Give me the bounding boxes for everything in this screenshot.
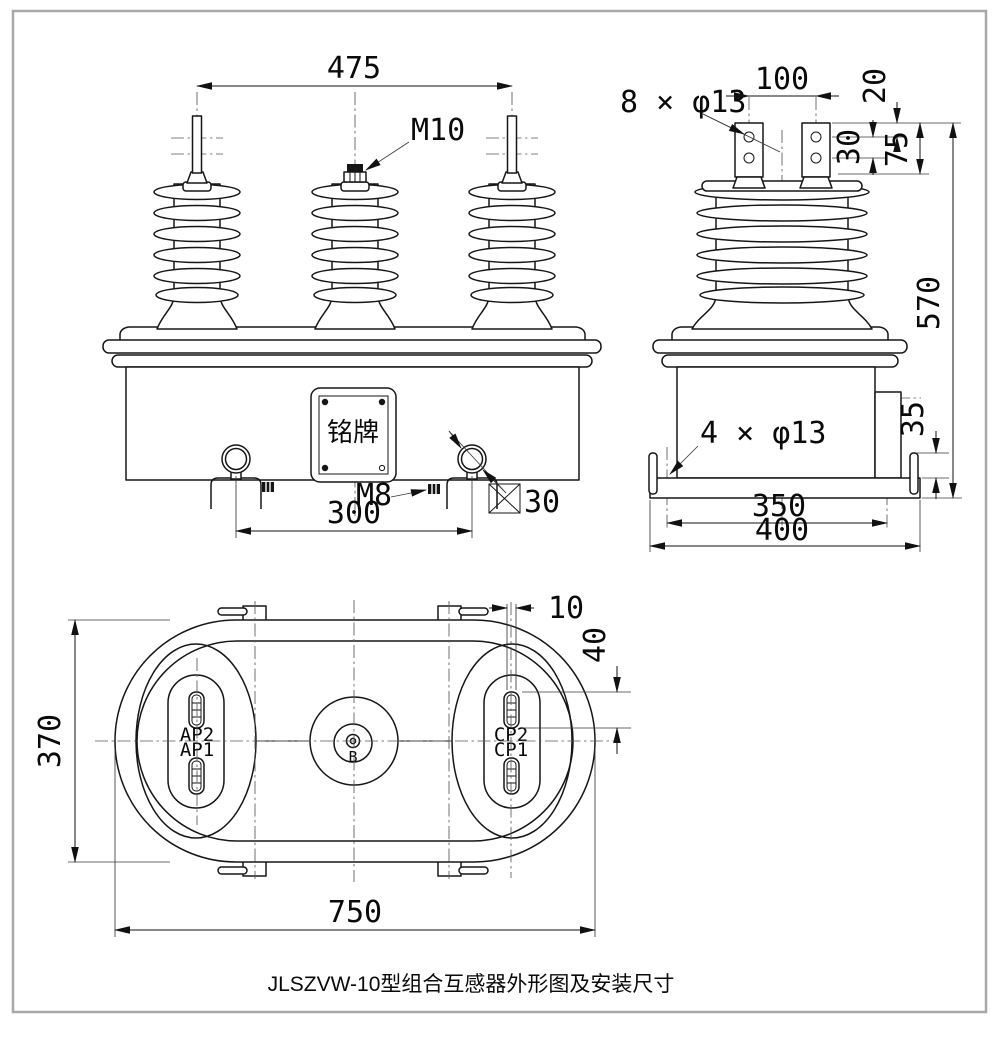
tank-rib (102, 339, 602, 354)
svg-text:35: 35 (896, 401, 931, 437)
svg-text:750: 750 (328, 895, 382, 930)
front-view: 铭牌 M10 M8 30 475 (102, 51, 602, 538)
dim-100: 100 (726, 62, 839, 100)
svg-text:350: 350 (752, 489, 806, 524)
svg-text:400: 400 (755, 513, 809, 548)
rivet (321, 464, 329, 472)
tank-rib (652, 339, 908, 354)
tank-cover (671, 326, 889, 342)
svg-text:10: 10 (548, 591, 584, 626)
mounting-base (648, 452, 921, 499)
dim-20: 20 (858, 68, 901, 152)
m8-bolt (427, 483, 441, 495)
base-flange (648, 452, 658, 495)
terminal-slot-cp1 (503, 757, 520, 795)
dim-370: 370 (33, 619, 170, 863)
nameplate: 铭牌 (310, 387, 397, 483)
dim-400: 400 (649, 500, 921, 552)
m8-bolt (261, 481, 275, 493)
bushing-top-plate (701, 180, 863, 192)
dim-40: 40 (522, 627, 631, 754)
svg-text:20: 20 (858, 68, 893, 104)
svg-text:475: 475 (327, 51, 381, 86)
m8-leader (390, 489, 427, 498)
dim-300: 300 (235, 476, 473, 538)
secondary-terminal-box (874, 391, 902, 479)
tank-cover (119, 326, 586, 342)
tank-body (676, 366, 876, 479)
svg-text:300: 300 (327, 496, 381, 531)
square-bar-size: 30 (524, 485, 560, 520)
dim-30: 30 (832, 120, 877, 175)
terminal-slot-ap2 (188, 691, 205, 729)
terminal-holes-label: 8 × φ13 (620, 85, 746, 120)
side-view: 8 × φ13 100 20 30 (620, 62, 962, 552)
dim-35: 35 (896, 401, 940, 499)
square-bar-symbol: 30 (448, 430, 560, 520)
terminal-slot-ap1 (188, 757, 205, 795)
rivet (321, 398, 329, 406)
m8-label: M8 (356, 478, 392, 513)
tank-rib (661, 354, 899, 368)
label-b: B (348, 748, 357, 766)
terminal-slot-cp2 (503, 691, 520, 729)
dim-10: 10 (489, 591, 584, 690)
primary-terminal-pad (732, 122, 766, 189)
terminal-rod (506, 115, 518, 174)
m10-leader (365, 141, 410, 171)
m10-label: M10 (411, 113, 465, 148)
bushing-side (691, 183, 873, 330)
dim-350: 350 (666, 489, 888, 527)
rivet (378, 398, 386, 406)
svg-text:570: 570 (912, 276, 947, 330)
terminal-rod (191, 115, 203, 174)
base-flange (909, 452, 919, 495)
plan-view: AP2 AP1 CP2 CP1 B 10 (33, 591, 631, 937)
svg-text:370: 370 (33, 714, 68, 768)
m10-bolt (340, 164, 370, 192)
mounting-tabs (217, 605, 489, 877)
dim-570: 570 (912, 122, 957, 499)
tank-rib (111, 354, 593, 368)
dim-750: 750 (114, 748, 596, 937)
svg-text:75: 75 (880, 131, 915, 167)
mounting-holes-label: 4 × φ13 (700, 416, 826, 451)
drawing-caption: JLSZVW-10型组合互感器外形图及安装尺寸 (268, 973, 675, 996)
dim-475: 475 (196, 51, 513, 90)
nameplate-label: 铭牌 (327, 417, 379, 447)
svg-text:100: 100 (755, 62, 809, 97)
svg-text:30: 30 (832, 129, 867, 165)
dim-75: 75 (880, 122, 924, 175)
primary-terminal-pad (799, 122, 833, 189)
label-cp2: CP2 (494, 724, 528, 746)
svg-text:40: 40 (578, 627, 613, 663)
rivet (378, 464, 386, 472)
